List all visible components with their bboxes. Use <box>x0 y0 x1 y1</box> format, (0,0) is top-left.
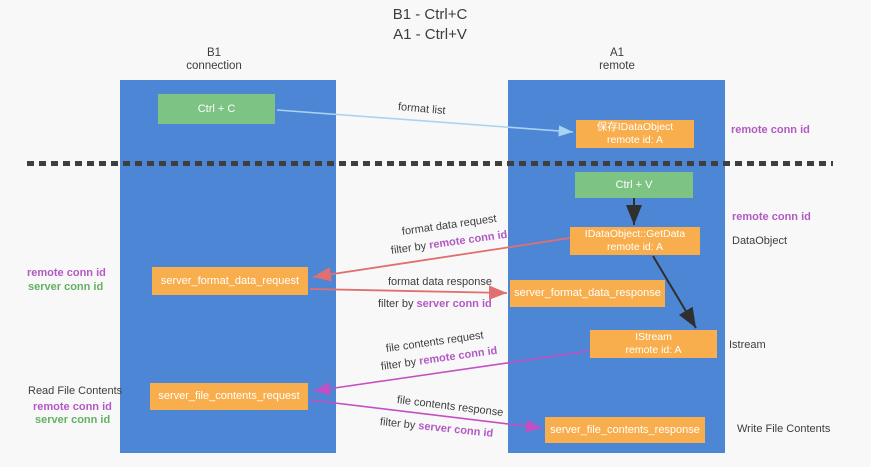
column-header-b1: B1 connection <box>154 47 274 73</box>
save-idataobject-line1: 保存IDataObject <box>596 121 674 133</box>
page-title: B1 - Ctrl+C A1 - Ctrl+V <box>330 5 530 45</box>
save-idataobject-line2: remote id: A <box>606 134 664 146</box>
filter-prefix: filter by <box>380 356 417 373</box>
filter-prefix: filter by <box>379 416 416 432</box>
column-a1-role: remote <box>599 60 635 72</box>
server-file-contents-response-node: server_file_contents_response <box>545 417 705 443</box>
column-b1-role: connection <box>186 60 242 72</box>
istream-line2: remote id: A <box>625 344 682 356</box>
column-b1-name: B1 <box>206 47 222 59</box>
right-label-dataobject: DataObject <box>732 235 788 247</box>
session-divider-dashed-line <box>27 161 833 166</box>
istream-line1: IStream <box>635 331 672 343</box>
flow-label-file-contents-response: file contents response <box>396 394 504 419</box>
server-format-data-request-node: server_format_data_request <box>152 267 308 295</box>
istream-node: IStream remote id: A <box>590 330 717 358</box>
save-idataobject-node: 保存IDataObject remote id: A <box>576 120 694 148</box>
flow-label-filter-server-2: filter by server conn id <box>379 416 493 440</box>
left-label-server-conn-id-2: server conn id <box>35 414 111 426</box>
title-line-2: A1 - Ctrl+V <box>393 26 467 43</box>
server-format-data-response-node: server_format_data_response <box>510 280 665 307</box>
ctrl-c-node: Ctrl + C <box>158 94 275 124</box>
left-label-read-file-contents: Read File Contents <box>28 385 123 397</box>
getdata-line2: remote id: A <box>606 241 664 253</box>
flow-label-filter-server-1: filter by server conn id <box>378 298 492 310</box>
filter-prefix: filter by <box>390 240 427 257</box>
flow-label-format-data-response: format data response <box>388 276 492 288</box>
right-label-istream: Istream <box>729 339 766 351</box>
format-data-response-arrow <box>309 285 508 300</box>
filter-keyword-server-conn-id: server conn id <box>417 420 494 440</box>
left-label-server-conn-id-1: server conn id <box>28 281 104 293</box>
left-label-remote-conn-id-1: remote conn id <box>27 267 106 279</box>
column-a1-name: A1 <box>609 47 625 59</box>
filter-prefix: filter by <box>378 298 414 310</box>
right-label-remote-conn-id-1: remote conn id <box>731 124 810 136</box>
filter-keyword-server-conn-id: server conn id <box>416 298 492 310</box>
ctrl-v-node: Ctrl + V <box>575 172 693 198</box>
flow-label-format-list: format list <box>397 101 447 118</box>
right-label-remote-conn-id-2: remote conn id <box>732 211 811 223</box>
idataobject-getdata-node: IDataObject::GetData remote id: A <box>570 227 700 255</box>
title-line-1: B1 - Ctrl+C <box>392 6 468 23</box>
getdata-line1: IDataObject::GetData <box>584 228 686 240</box>
left-label-remote-conn-id-2: remote conn id <box>33 401 112 413</box>
column-header-a1: A1 remote <box>557 47 677 73</box>
right-label-write-file-contents: Write File Contents <box>737 423 831 435</box>
server-file-contents-request-node: server_file_contents_request <box>150 383 308 410</box>
